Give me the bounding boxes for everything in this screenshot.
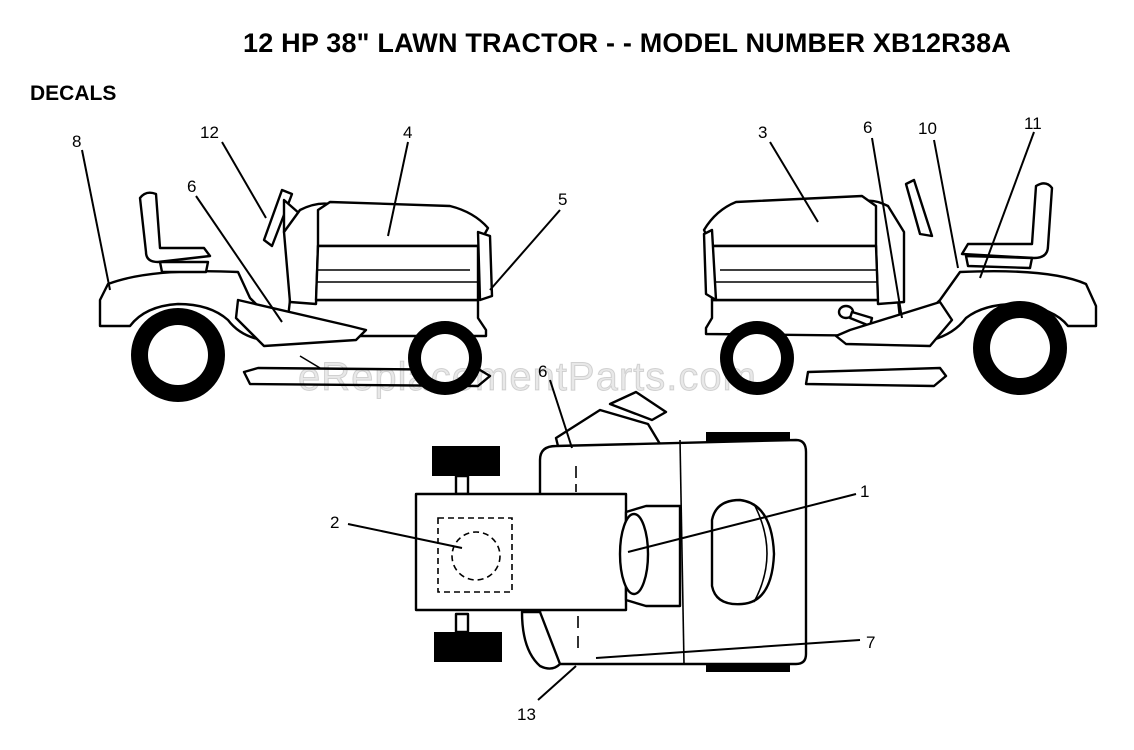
leader-lines — [81, 131, 1035, 701]
callout-8: 8 — [72, 132, 81, 151]
callout-numbers: 8 12 4 6 5 3 6 10 11 6 1 2 7 13 — [72, 114, 1042, 724]
callout-11: 11 — [1024, 114, 1042, 133]
callout-13: 13 — [517, 705, 536, 724]
callout-3: 3 — [758, 123, 767, 142]
callout-1: 1 — [860, 482, 869, 501]
tractor-left-side-view — [98, 188, 494, 402]
watermark: eReplacementParts.com — [298, 355, 757, 400]
callout-6-top: 6 — [538, 362, 547, 381]
callout-5: 5 — [558, 190, 567, 209]
section-label: DECALS — [30, 82, 117, 105]
callout-2: 2 — [330, 513, 339, 532]
callout-10: 10 — [918, 119, 937, 138]
callout-6-left: 6 — [187, 177, 196, 196]
callout-7: 7 — [866, 633, 875, 652]
callout-4: 4 — [403, 123, 412, 142]
tractor-top-view — [414, 390, 808, 672]
callout-6-right: 6 — [863, 118, 872, 137]
tractor-right-side-view — [702, 178, 1098, 395]
diagram-title: 12 HP 38" LAWN TRACTOR - - MODEL NUMBER … — [242, 28, 1012, 58]
callout-12: 12 — [200, 123, 219, 142]
